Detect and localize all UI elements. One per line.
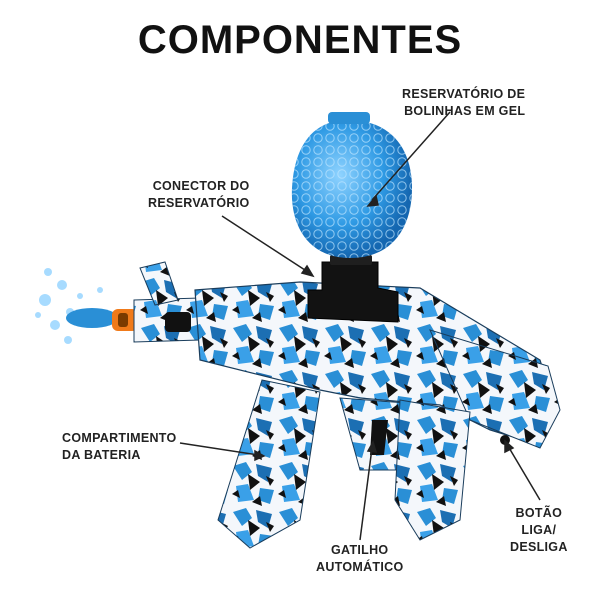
label-battery-line-1: COMPARTIMENTO <box>62 431 177 445</box>
label-power-line-2: LIGA/ <box>521 523 557 537</box>
gel-projectile <box>66 308 118 328</box>
label-power-line-3: DESLIGA <box>510 540 568 554</box>
label-reservoir-line-1: RESERVATÓRIO DE <box>402 87 526 101</box>
label-battery-line-2: DA BATERIA <box>62 448 141 462</box>
label-reservoir: RESERVATÓRIO DE BOLINHAS EM GEL <box>402 86 525 120</box>
label-power-line-1: BOTÃO <box>515 506 563 520</box>
water-splash <box>35 268 103 344</box>
page-title: COMPONENTES <box>137 18 463 62</box>
battery-compartment <box>217 379 321 549</box>
label-trigger: GATILHO AUTOMÁTICO <box>316 542 404 576</box>
leader-lines <box>179 111 541 541</box>
reservoir-connector <box>307 261 399 323</box>
label-connector: CONECTOR DO RESERVATÓRIO <box>148 178 250 212</box>
label-trigger-line-1: GATILHO <box>331 543 389 557</box>
label-reservoir-line-2: BOLINHAS EM GEL <box>404 104 526 118</box>
label-connector-line-1: CONECTOR DO <box>152 179 250 193</box>
label-trigger-line-2: AUTOMÁTICO <box>316 560 404 574</box>
blaster-stock <box>429 329 561 449</box>
label-connector-line-2: RESERVATÓRIO <box>148 196 250 210</box>
gel-reservoir <box>291 112 412 258</box>
label-battery: COMPARTIMENTO DA BATERIA <box>62 430 177 464</box>
label-power: BOTÃO LIGA/ DESLIGA <box>510 505 568 556</box>
